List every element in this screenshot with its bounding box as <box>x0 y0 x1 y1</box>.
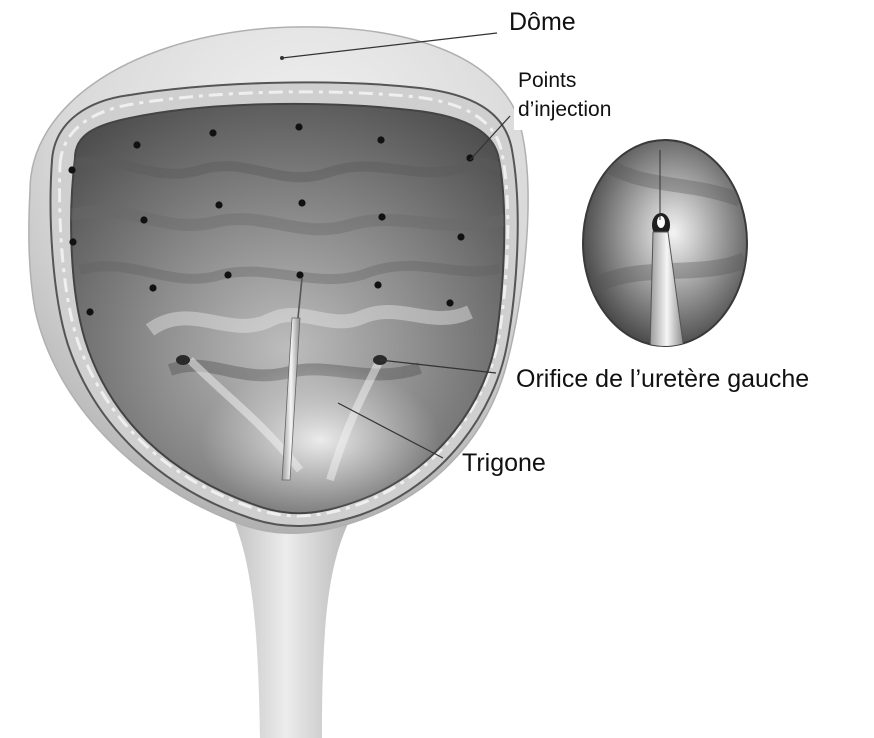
bladder-neck <box>232 515 352 738</box>
left-ureter-orifice-label: Orifice de l’uretère gauche <box>516 365 809 394</box>
injection-point-17 <box>446 299 453 306</box>
injection-points-label-line1: Points <box>518 66 611 95</box>
injection-point-6 <box>68 166 75 173</box>
injection-point-18 <box>86 308 93 315</box>
injection-point-10 <box>378 213 385 220</box>
injection-point-11 <box>457 233 464 240</box>
injection-point-9 <box>298 199 305 206</box>
injection-point-14 <box>296 271 303 278</box>
injection-point-13 <box>224 271 231 278</box>
injection-point-3 <box>295 123 302 130</box>
injection-points-label: Points d’injection <box>514 66 645 130</box>
dome-label: Dôme <box>509 8 576 37</box>
magnified-inset <box>583 140 747 350</box>
injection-point-12 <box>69 238 76 245</box>
injection-point-7 <box>140 216 147 223</box>
injection-point-15 <box>374 281 381 288</box>
injection-point-4 <box>377 136 384 143</box>
injection-point-16 <box>149 284 156 291</box>
trigone-label: Trigone <box>462 449 546 478</box>
injection-point-1 <box>133 141 140 148</box>
injection-point-8 <box>215 201 222 208</box>
right-ureter-orifice <box>176 355 190 365</box>
injection-points-label-line2: d’injection <box>518 95 611 124</box>
injection-point-2 <box>209 129 216 136</box>
